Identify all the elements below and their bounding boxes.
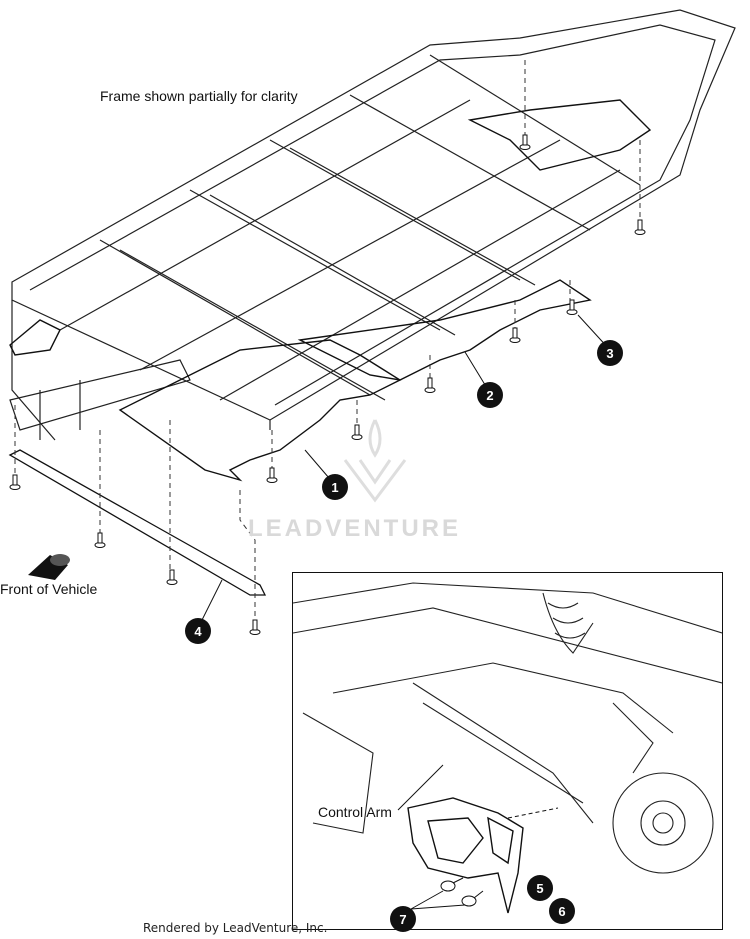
cross-member-4 [349, 94, 591, 231]
callout-7: 7 [390, 906, 416, 932]
front-arrow-icon [28, 554, 70, 580]
callout-6: 6 [549, 898, 575, 924]
bolt-e [266, 467, 278, 483]
inset-drawing [293, 582, 722, 914]
front-of-vehicle-label: Front of Vehicle [0, 581, 98, 597]
cross-member-2 [189, 189, 441, 331]
leadventure-logo-watermark [343, 419, 407, 503]
bolt-d [249, 619, 261, 635]
skid-plate-2 [297, 279, 592, 381]
frame-note-label: Frame shown partially for clarity [100, 88, 298, 104]
bolt-f [351, 424, 363, 440]
skid-plate-left [9, 319, 61, 356]
skid-plate-1 [118, 339, 402, 482]
callout-2: 2 [477, 382, 503, 408]
cross-member-3 [269, 139, 521, 281]
watermark-text: LEADVENTURE [248, 515, 462, 542]
bolt-b [94, 532, 106, 548]
credit-label: Rendered by LeadVenture, Inc. [143, 921, 328, 935]
skid-plate-3 [467, 99, 652, 171]
callout-3: 3 [597, 340, 623, 366]
bolt-i [566, 299, 578, 315]
skid-strip-4 [8, 449, 267, 596]
bolt-a [9, 474, 21, 490]
callout-4: 4 [185, 618, 211, 644]
front-bar [9, 359, 191, 431]
callout-1: 1 [322, 474, 348, 500]
frame-inner-rail [29, 24, 716, 406]
callout-5: 5 [527, 875, 553, 901]
bolt-g [424, 377, 436, 393]
bolt-h [509, 327, 521, 343]
frame-left-rail [11, 9, 736, 421]
control-arm-inset [292, 572, 723, 930]
cross-member-5 [429, 54, 641, 186]
guard-plate [407, 797, 524, 914]
bolt-c [166, 569, 178, 585]
control-arm-label: Control Arm [318, 804, 392, 820]
bolt-j [519, 134, 531, 150]
bolt-k [634, 219, 646, 235]
inset-bolts [440, 877, 484, 907]
